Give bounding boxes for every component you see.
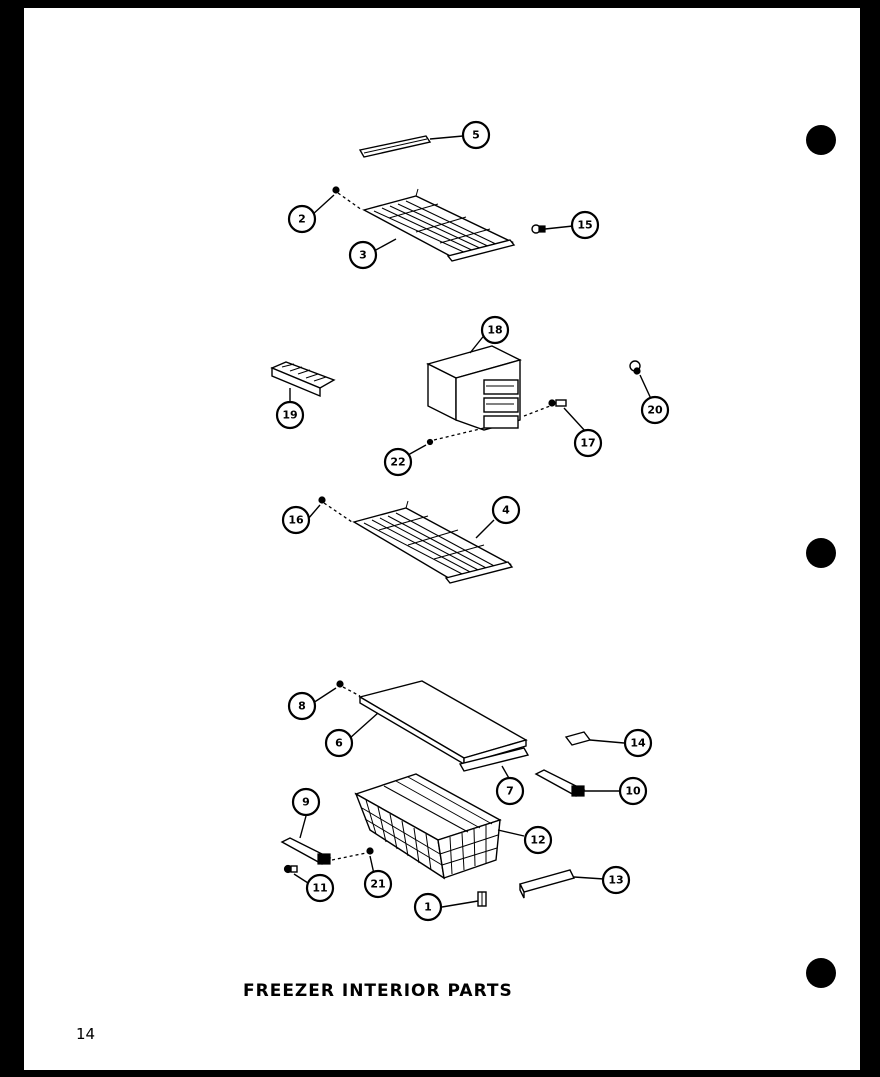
svg-text:4: 4	[502, 504, 510, 517]
page-number: 14	[76, 1025, 96, 1043]
part-screw-16	[318, 496, 326, 504]
callout-22: 22	[383, 447, 413, 477]
part-front-rail	[518, 869, 576, 899]
svg-text:19: 19	[282, 409, 297, 422]
part-screw-21	[366, 847, 374, 855]
part-bumper-15	[531, 224, 546, 234]
part-wire-shelf-lower	[352, 500, 514, 584]
callout-1: 1	[413, 892, 443, 922]
svg-text:18: 18	[487, 324, 502, 337]
callout-3: 3	[348, 240, 378, 270]
svg-text:7: 7	[506, 785, 514, 798]
part-screw-8	[336, 680, 344, 688]
part-slide-rail-right	[534, 769, 586, 797]
svg-text:9: 9	[302, 796, 310, 809]
part-screw-11	[283, 864, 298, 874]
svg-text:1: 1	[424, 901, 432, 914]
part-ice-tray	[270, 361, 336, 398]
svg-text:3: 3	[359, 249, 367, 262]
binder-hole-top	[806, 125, 836, 155]
svg-text:10: 10	[625, 785, 641, 798]
svg-text:11: 11	[312, 882, 327, 895]
diagram-title: FREEZER INTERIOR PARTS	[243, 981, 513, 1001]
part-storage-bin	[426, 345, 522, 431]
callout-4: 4	[491, 495, 521, 525]
callout-7: 7	[495, 776, 525, 806]
exploded-parts-diagram: 5 2 15 3 18 19 20 22 17 16 4 8 6 14 7 10…	[270, 120, 836, 988]
callout-11: 11	[305, 873, 335, 903]
svg-text:14: 14	[630, 737, 646, 750]
svg-text:17: 17	[580, 437, 595, 450]
part-shelf-trim-top	[358, 135, 432, 158]
svg-text:13: 13	[608, 874, 623, 887]
svg-text:2: 2	[298, 213, 306, 226]
parts-diagram-sheet: 5 2 15 3 18 19 20 22 17 16 4 8 6 14 7 10…	[24, 8, 860, 1070]
svg-text:5: 5	[472, 129, 480, 142]
svg-text:6: 6	[335, 737, 343, 750]
callout-14: 14	[623, 728, 653, 758]
callout-8: 8	[287, 691, 317, 721]
part-slide-rail-left	[280, 837, 332, 865]
callout-5: 5	[461, 120, 491, 150]
svg-text:16: 16	[288, 514, 304, 527]
svg-text:12: 12	[530, 834, 545, 847]
callout-2: 2	[287, 204, 317, 234]
callout-15: 15	[570, 210, 600, 240]
part-trim-strip-7	[458, 747, 530, 772]
callout-17: 17	[573, 428, 603, 458]
callout-13: 13	[601, 865, 631, 895]
callout-20: 20	[640, 395, 670, 425]
callout-21: 21	[363, 869, 393, 899]
callout-18: 18	[480, 315, 510, 345]
part-screw-22	[426, 438, 434, 446]
svg-text:8: 8	[298, 700, 306, 713]
part-wire-shelf-upper	[362, 188, 516, 262]
svg-text:22: 22	[390, 456, 405, 469]
svg-text:15: 15	[577, 219, 592, 232]
part-shelf-panel	[358, 680, 528, 766]
callout-12: 12	[523, 825, 553, 855]
binder-hole-bottom	[806, 958, 836, 988]
svg-text:21: 21	[370, 878, 385, 891]
callout-19: 19	[275, 400, 305, 430]
callout-10: 10	[618, 776, 648, 806]
part-screw-2	[332, 186, 340, 194]
binder-hole-middle	[806, 538, 836, 568]
callout-9: 9	[291, 787, 321, 817]
part-wire-basket	[354, 773, 502, 880]
callout-16: 16	[281, 505, 311, 535]
svg-text:20: 20	[647, 404, 663, 417]
part-screw-17	[548, 399, 567, 407]
part-stop-1	[477, 891, 487, 907]
callout-6: 6	[324, 728, 354, 758]
part-trim-14	[564, 731, 592, 746]
part-clip-20	[629, 360, 641, 375]
